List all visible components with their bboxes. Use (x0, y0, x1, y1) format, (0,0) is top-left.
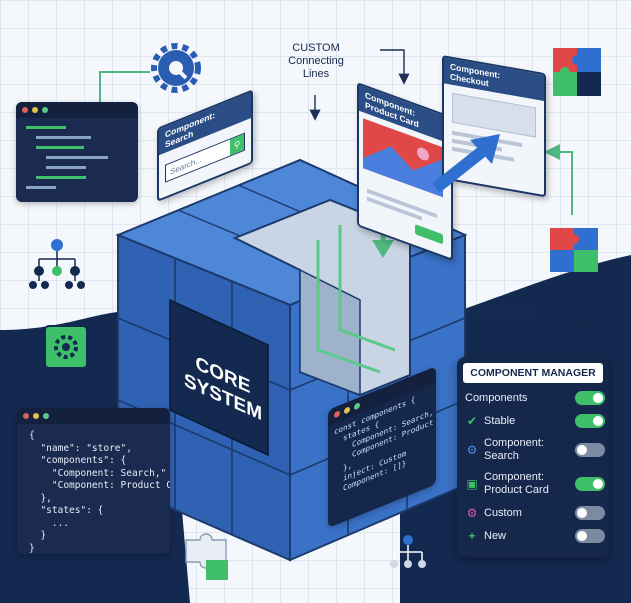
code-lines-graphic (26, 126, 108, 189)
card-product[interactable]: Component: Product Card (357, 82, 453, 261)
manager-row-custom: ⚙ Custom (465, 506, 605, 520)
api-line1: API (570, 292, 588, 304)
puzzle-icon-mid-right (550, 228, 598, 272)
api-layers-label: API Abstraction Layers (535, 292, 623, 331)
manager-row-stable: ✔ Stable (465, 414, 605, 428)
code-line: "Component: Product Card" (51, 480, 170, 491)
plus-icon: + (468, 529, 476, 543)
code-line: "name": "store", (29, 442, 132, 454)
toggle-custom[interactable] (575, 506, 605, 520)
check-icon: ✔ (466, 414, 478, 428)
puzzle-icon-bottom (185, 533, 228, 580)
custom-line3: Lines (302, 68, 330, 80)
hierarchy-icon-bottom (390, 535, 426, 568)
custom-line1: CUSTOM (292, 42, 340, 54)
custom-line2: Connecting (288, 55, 344, 67)
manager-label-components: Components (465, 391, 528, 404)
manager-label-new: New (484, 529, 507, 542)
json-config-window: { "name": "store", "components": { "Comp… (17, 408, 170, 554)
toggle-new[interactable] (575, 529, 605, 543)
toggle-product[interactable] (575, 477, 605, 491)
code-line: } (29, 530, 47, 541)
core-system-plate (169, 298, 269, 457)
manager-label-search: Component: Search (484, 437, 544, 462)
data-flow-arrow-icon (432, 134, 500, 193)
custom-lines-label: CUSTOM Connecting Lines (276, 42, 356, 81)
toggle-stable[interactable] (575, 414, 605, 428)
settings-badge-icon (44, 325, 88, 369)
manager-row-components: Components (465, 391, 605, 405)
gear-icon: ⚙ (466, 443, 478, 457)
code-line: }, (29, 492, 52, 504)
manager-label-stable: Stable (484, 414, 516, 427)
connector-left-top (99, 71, 150, 105)
code-line: "components": { (29, 455, 127, 466)
code-window-top-left (16, 102, 138, 202)
connector-checkout-right (544, 144, 573, 215)
manager-label-product: Component: Product Card (484, 471, 549, 496)
code-line: ... (29, 517, 70, 529)
card-icon: ▣ (466, 477, 478, 491)
manager-label-custom: Custom (484, 506, 522, 519)
product-image-icon (363, 118, 443, 198)
code-line: { (29, 430, 35, 441)
api-line3: Layers (562, 318, 596, 330)
manager-row-new: + New (465, 529, 605, 543)
puzzle-icon-top-right (553, 48, 601, 96)
toggle-components[interactable] (575, 391, 605, 405)
manager-title: COMPONENT MANAGER (463, 363, 603, 383)
custom-gear-icon: ⚙ (466, 506, 478, 520)
code-line: } (29, 542, 35, 554)
code-line: "states": { (29, 505, 104, 516)
manager-row-search: ⚙ Component: Search (465, 437, 605, 463)
api-line2: Abstraction (551, 305, 607, 317)
component-manager-panel: COMPONENT MANAGER Components ✔ Stable ⚙ … (457, 357, 609, 557)
gear-wrench-icon (151, 43, 201, 93)
toggle-search[interactable] (575, 443, 605, 457)
code-line: "Component: Search," (29, 467, 167, 479)
manager-row-product: ▣ Component: Product Card (465, 471, 605, 497)
json-code: { "name": "store", "components": { "Comp… (17, 424, 170, 554)
hierarchy-icon-left (29, 239, 85, 289)
connector-custom-top (380, 49, 410, 85)
search-icon[interactable]: ⚲ (230, 133, 244, 156)
